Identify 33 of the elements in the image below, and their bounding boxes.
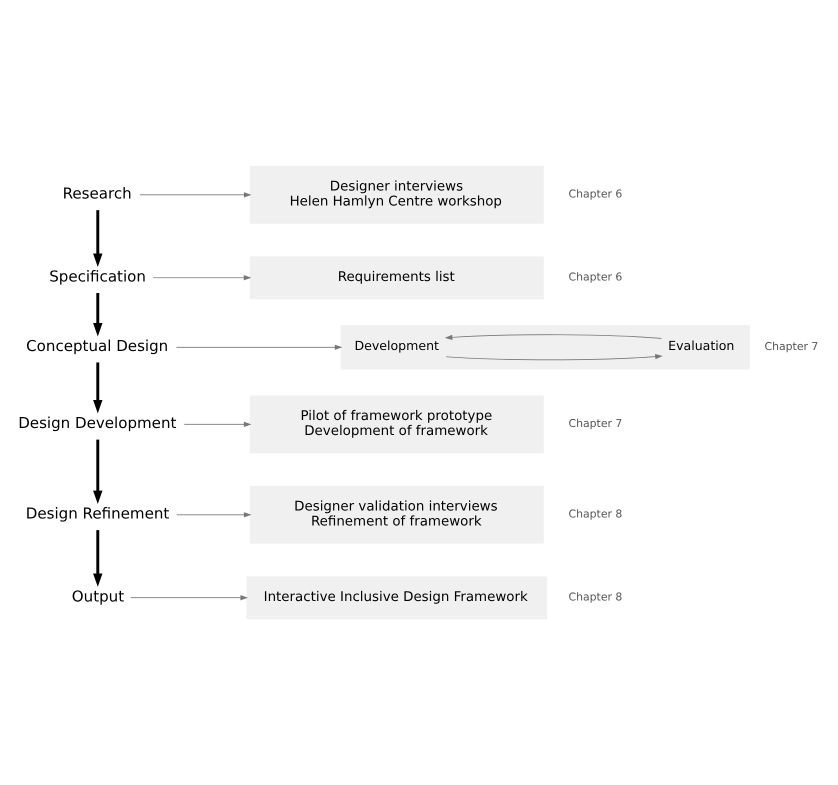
node-text: Conceptual Design (26, 336, 168, 355)
node-label: Chapter 7 (568, 417, 622, 430)
node-text: Specification (49, 267, 146, 286)
arrow (176, 512, 252, 518)
arrow (93, 210, 102, 267)
arrow (130, 595, 248, 600)
arrow (184, 422, 252, 427)
node-label: Chapter 6 (568, 270, 622, 284)
arrow (152, 275, 252, 280)
node-text: Research (62, 184, 132, 203)
arrow (140, 192, 252, 198)
node-label: Chapter 7 (764, 340, 818, 354)
node-label: Chapter 8 (568, 590, 622, 604)
node-box: Designer validation interviews Refinement of framework (250, 486, 544, 544)
arrow (444, 334, 662, 340)
node-text: Evaluation (668, 338, 734, 354)
node-box: Pilot of framework prototype Development of framework (250, 395, 544, 454)
node-text: Development (354, 338, 439, 354)
node-text: Output (72, 587, 124, 606)
arrow (93, 293, 102, 336)
node-text: Design Development (18, 414, 176, 432)
node-box: Designer interviews Helen Hamlyn Centre workshop (250, 166, 544, 224)
arrow (93, 530, 102, 587)
node-box: Requirements list (250, 256, 544, 300)
node-label: Chapter 6 (568, 188, 622, 201)
arrow (176, 344, 342, 350)
arrow (93, 362, 102, 414)
node-text: Design Refinement (26, 504, 170, 522)
cluster (340, 325, 750, 370)
arrow (446, 354, 663, 360)
arrow (93, 440, 102, 504)
node-label: Chapter 8 (568, 508, 622, 521)
node-box: Interactive Inclusive Design Framework (246, 576, 548, 620)
